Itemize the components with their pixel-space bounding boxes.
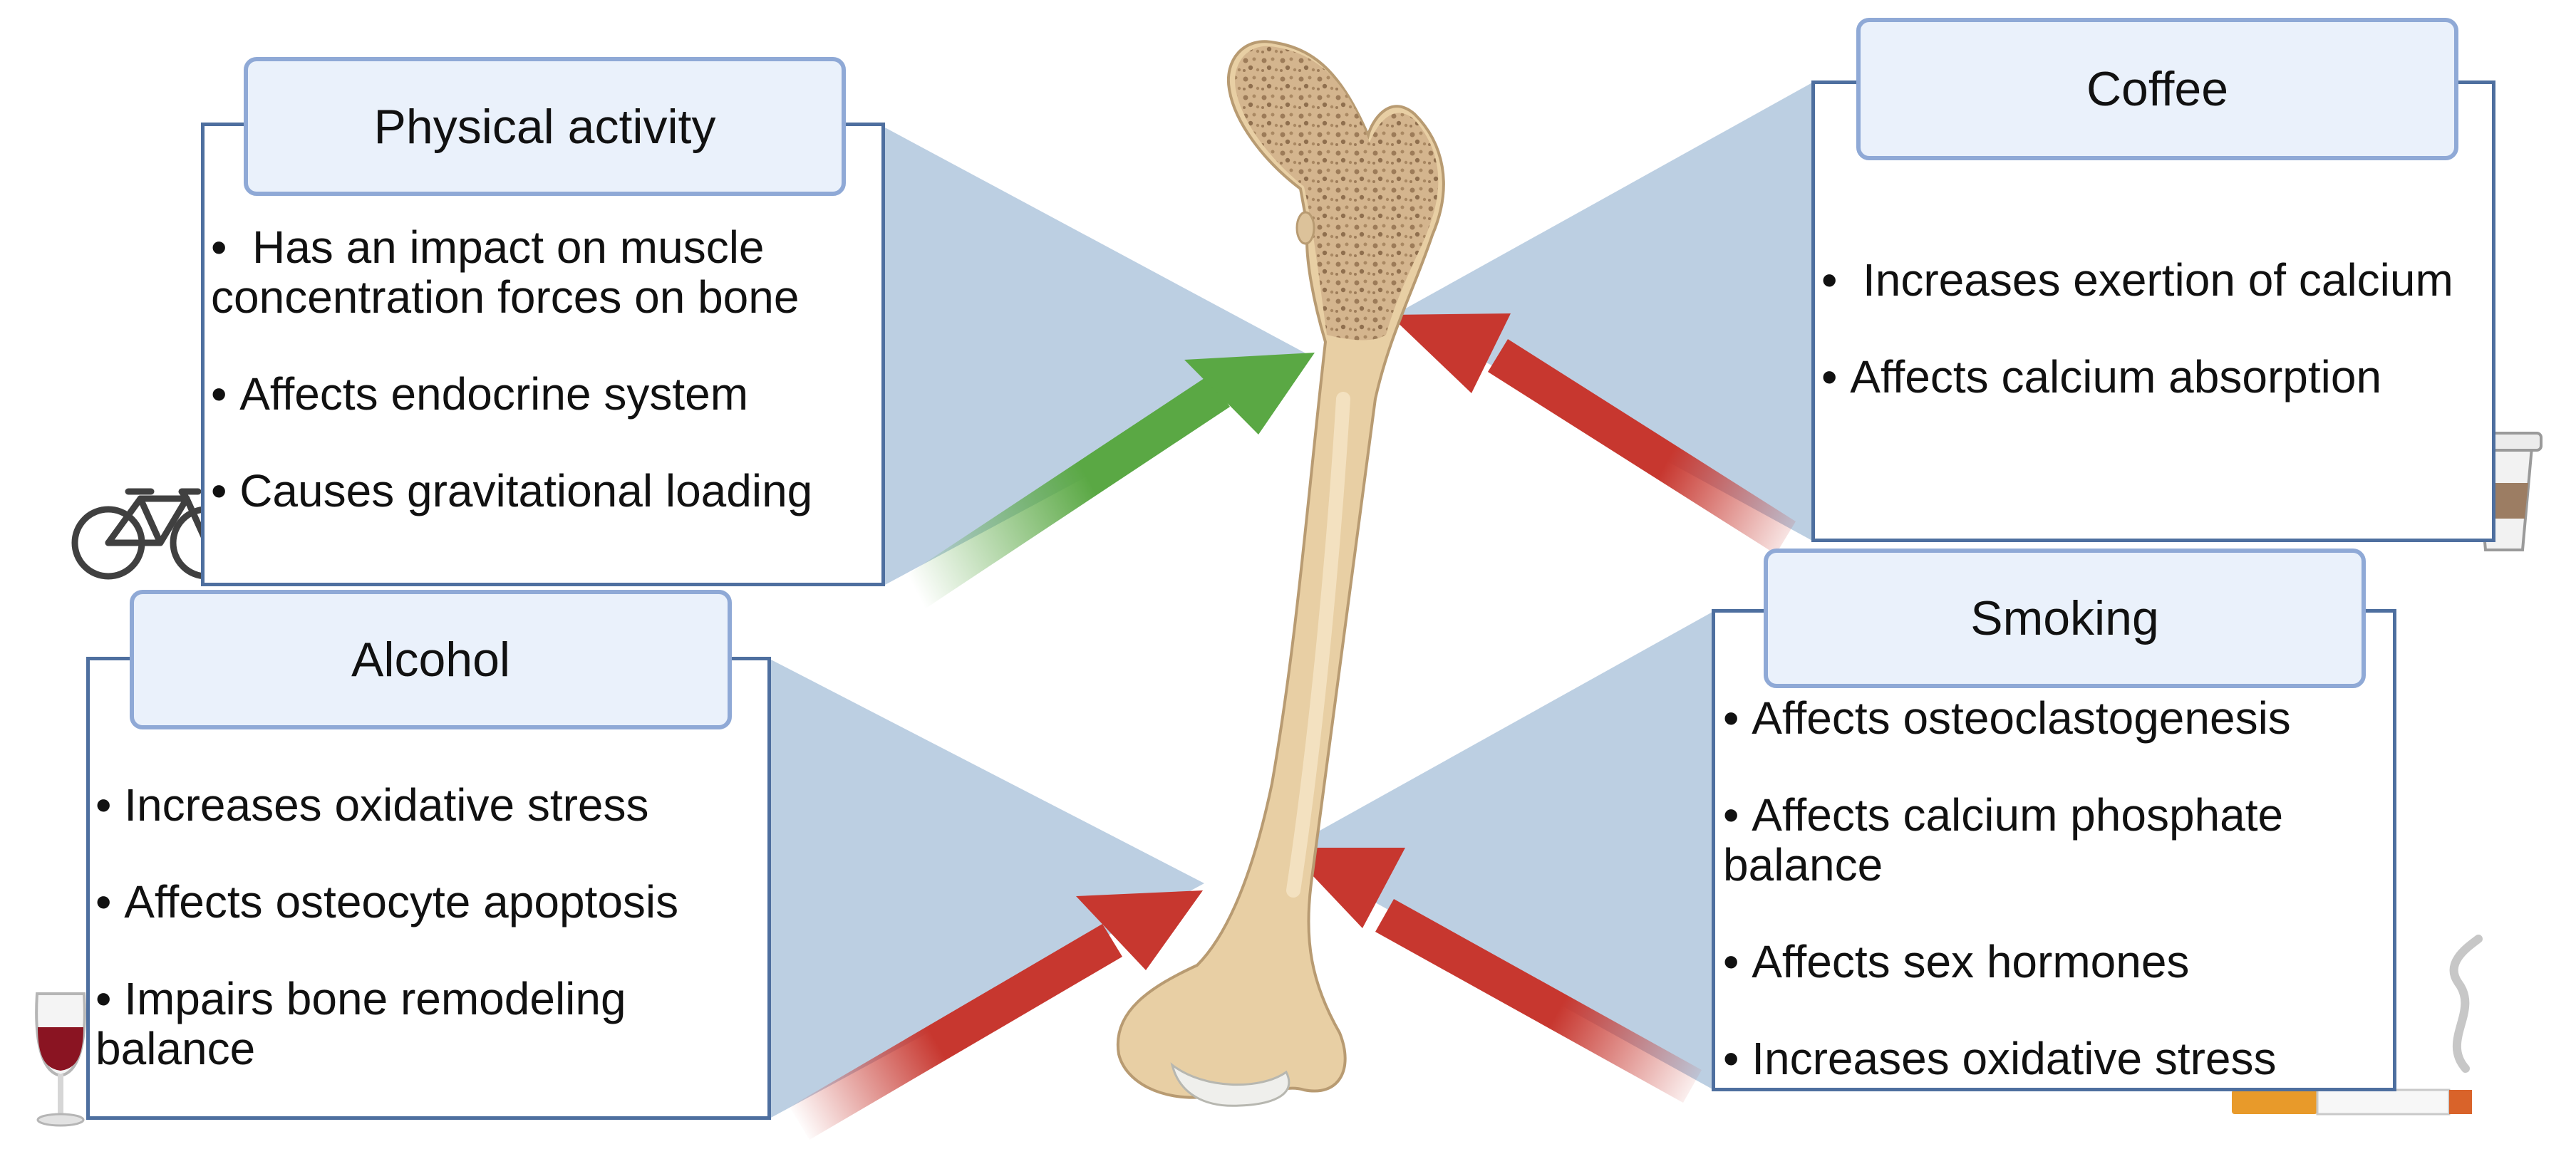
- physical-activity-positive-arrow: [899, 353, 1315, 611]
- wine-glass-icon: [35, 992, 86, 1127]
- coffee-negative-arrow: [1390, 313, 1796, 554]
- list-item: Has an impact on muscle concentration fo…: [211, 222, 881, 322]
- physical-activity-wedge: [884, 127, 1311, 586]
- alcohol-list: Increases oxidative stress Affects osteo…: [95, 780, 737, 1121]
- coffee-wedge: [1397, 82, 1814, 541]
- list-item: Affects sex hormones: [1723, 937, 2389, 987]
- smoking-title: Smoking: [1764, 549, 2366, 688]
- femur-bone: [1116, 40, 1445, 1107]
- alcohol-wedge: [770, 659, 1204, 1118]
- coffee-title: Coffee: [1856, 18, 2458, 160]
- list-item: Affects calcium absorption: [1821, 352, 2463, 402]
- list-item: Causes gravitational loading: [211, 466, 881, 516]
- coffee-list: Increases exertion of calcium Affects ca…: [1821, 255, 2463, 449]
- list-item: Impairs bone remodeling balance: [95, 974, 737, 1074]
- smoking-list: Affects osteoclastogenesis Affects calci…: [1723, 693, 2389, 1131]
- list-item: Affects endocrine system: [211, 369, 881, 419]
- physical-activity-title: Physical activity: [244, 57, 846, 196]
- alcohol-title: Alcohol: [130, 590, 732, 729]
- smoking-wedge: [1283, 611, 1714, 1090]
- list-item: Affects osteoclastogenesis: [1723, 693, 2389, 743]
- physical-activity-list: Has an impact on muscle concentration fo…: [211, 222, 881, 563]
- list-item: Affects calcium phosphate balance: [1723, 790, 2389, 890]
- list-item: Increases exertion of calcium: [1821, 255, 2463, 305]
- list-item: Increases oxidative stress: [1723, 1034, 2389, 1083]
- cigarette-icon: [2232, 935, 2483, 1116]
- smoking-negative-arrow: [1286, 848, 1702, 1103]
- list-item: Increases oxidative stress: [95, 780, 737, 830]
- alcohol-negative-arrow: [790, 890, 1203, 1140]
- list-item: Affects osteocyte apoptosis: [95, 877, 737, 927]
